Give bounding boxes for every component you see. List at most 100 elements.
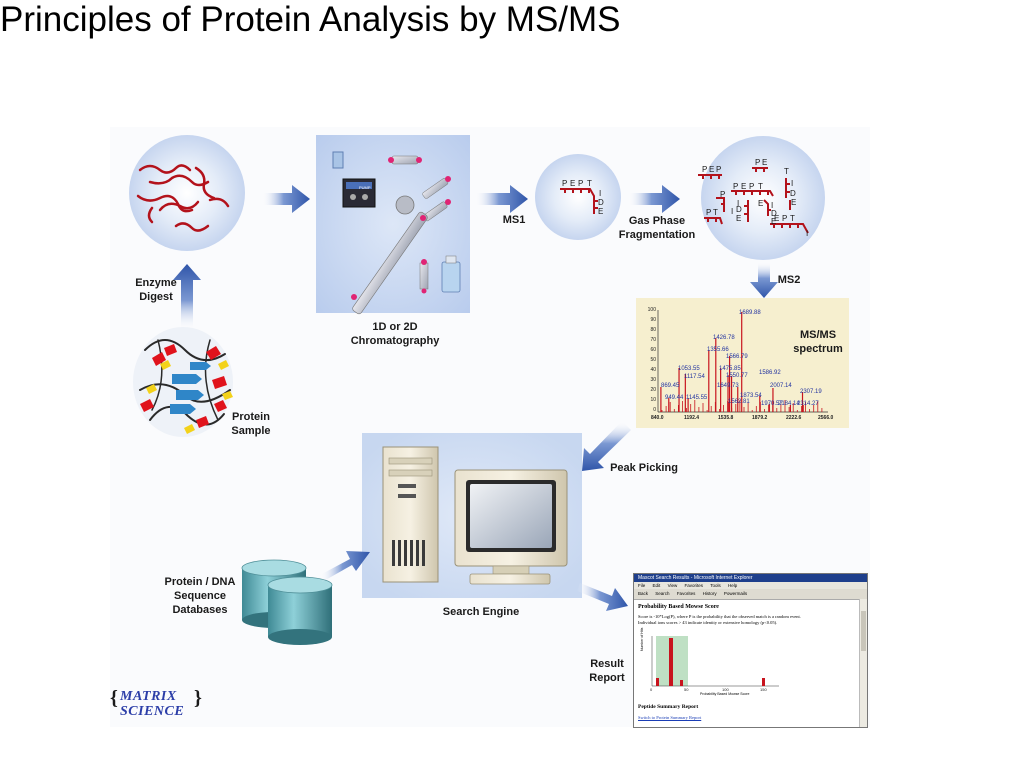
menu-favorites[interactable]: Favorites <box>684 583 704 588</box>
label-search-engine: Search Engine <box>442 606 520 618</box>
pep-letter-e1: E <box>570 179 575 188</box>
svg-text:T: T <box>758 182 763 191</box>
peak-label: 2307.19 <box>800 389 822 395</box>
peak-label: 1873.54 <box>740 393 762 399</box>
label-peak-picking: Peak Picking <box>610 462 678 474</box>
spec-x-tick: 840.0 <box>651 415 664 421</box>
spec-y-tick: 80 <box>650 327 656 333</box>
mini-chart-xlabel: Probability Based Mowse Score <box>700 692 750 696</box>
svg-text:E: E <box>709 165 714 174</box>
svg-text:P: P <box>702 165 707 174</box>
spec-x-tick: 1535.8 <box>718 415 734 421</box>
mini-x-tick: 150 <box>760 687 767 692</box>
spec-x-tick: 2566.0 <box>818 415 834 421</box>
arrow-to-result <box>577 583 628 611</box>
spec-y-tick: 60 <box>650 347 656 353</box>
msms-spectrum-chart <box>636 298 849 428</box>
window-menubar: File Edit View Favorites Tools Help <box>634 582 867 589</box>
peak-label: 1053.55 <box>678 366 700 372</box>
toolbar-favorites[interactable]: Favorites <box>676 591 696 596</box>
slide-title: Principles of Protein Analysis by MS/MS <box>0 0 621 39</box>
peak-label: 1566.79 <box>726 354 748 360</box>
chromatography-illustration <box>316 135 470 315</box>
arrow-to-chromatography <box>262 185 310 213</box>
svg-text:D: D <box>771 209 777 218</box>
spec-y-tick: 40 <box>650 367 656 373</box>
arrow-peak-picking <box>582 421 631 471</box>
svg-text:I: I <box>806 229 808 238</box>
spec-x-tick: 2222.6 <box>786 415 802 421</box>
svg-text:E: E <box>736 214 741 223</box>
peak-label: 1649.73 <box>717 383 739 389</box>
pep-letter-p2: P <box>578 179 583 188</box>
svg-text:I: I <box>771 201 773 210</box>
peak-label: 1475.85 <box>719 366 741 372</box>
digested-peptides-illustration <box>129 135 245 251</box>
svg-text:T: T <box>713 208 718 217</box>
svg-text:P: P <box>706 208 711 217</box>
toolbar-search[interactable]: Search <box>655 591 670 596</box>
svg-text:D: D <box>790 189 796 198</box>
peak-label: 1355.66 <box>707 347 729 353</box>
spec-y-tick: 70 <box>650 337 656 343</box>
peak-label: 1689.88 <box>739 310 761 316</box>
peak-label: 1145.55 <box>686 395 708 401</box>
window-toolbar: Back Search Favorites History Powermails <box>634 589 867 600</box>
spec-x-tick: 1192.4 <box>684 415 700 421</box>
protein-summary-link[interactable]: Switch to Protein Summary Report <box>638 715 702 720</box>
pep-letter-i: I <box>599 189 601 198</box>
logo-line-2: SCIENCE <box>120 704 185 719</box>
menu-tools[interactable]: Tools <box>710 583 721 588</box>
mini-x-tick: 0 <box>650 687 653 692</box>
ms1-peptide-illustration: P E P T I D E <box>535 154 621 240</box>
svg-text:E: E <box>774 214 779 223</box>
peak-label: 2314.27 <box>797 401 819 407</box>
mowse-heading: Probability Based Mowse Score <box>638 604 719 610</box>
pump-label: PUMP <box>359 185 371 190</box>
peak-label: 869.45 <box>661 383 680 389</box>
mowse-text-1: Score is -10*Log(P), where P is the prob… <box>638 614 801 619</box>
arrow-gas-phase <box>628 185 680 213</box>
peak-label: 2007.14 <box>770 383 792 389</box>
mowse-text-2: Individual ions scores > 43 indicate ide… <box>638 620 778 625</box>
toolbar-history[interactable]: History <box>702 591 717 596</box>
svg-text:P: P <box>755 158 760 167</box>
menu-help[interactable]: Help <box>727 583 738 588</box>
peak-label: 949.44 <box>665 395 684 401</box>
spec-y-tick: 10 <box>650 397 656 403</box>
svg-text:I: I <box>731 207 733 216</box>
label-ms2: MS2 <box>777 274 801 286</box>
spec-y-tick: 90 <box>650 317 656 323</box>
arrow-enzyme-digest <box>173 264 201 330</box>
window-scrollbar[interactable] <box>859 599 867 727</box>
result-report-window: Mascot Search Results - Microsoft Intern… <box>633 573 868 728</box>
svg-text:D: D <box>736 205 742 214</box>
svg-text:E: E <box>741 182 746 191</box>
svg-text:P: P <box>720 190 725 199</box>
peak-label: 1550.77 <box>726 373 748 379</box>
logo-line-1: MATRIX <box>120 689 177 704</box>
menu-view[interactable]: View <box>667 583 678 588</box>
mowse-score-histogram: 0 50 100 150 <box>650 636 779 692</box>
arrow-ms2 <box>750 262 778 298</box>
matrix-science-logo: { MATRIX SCIENCE } <box>110 687 202 719</box>
toolbar-powermails[interactable]: Powermails <box>723 591 748 596</box>
menu-file[interactable]: File <box>638 583 646 588</box>
spec-y-tick: 30 <box>650 377 656 383</box>
protein-structure-illustration <box>133 327 233 437</box>
menu-edit[interactable]: Edit <box>652 583 661 588</box>
mini-x-tick: 50 <box>684 687 689 692</box>
spec-y-tick: 0 <box>653 407 656 413</box>
svg-text:P: P <box>716 165 721 174</box>
pep-letter-p1: P <box>562 179 567 188</box>
toolbar-back[interactable]: Back <box>638 591 649 596</box>
arrow-ms1 <box>475 185 528 213</box>
svg-text:E: E <box>762 158 767 167</box>
peptide-summary-heading: Peptide Summary Report <box>638 704 699 710</box>
